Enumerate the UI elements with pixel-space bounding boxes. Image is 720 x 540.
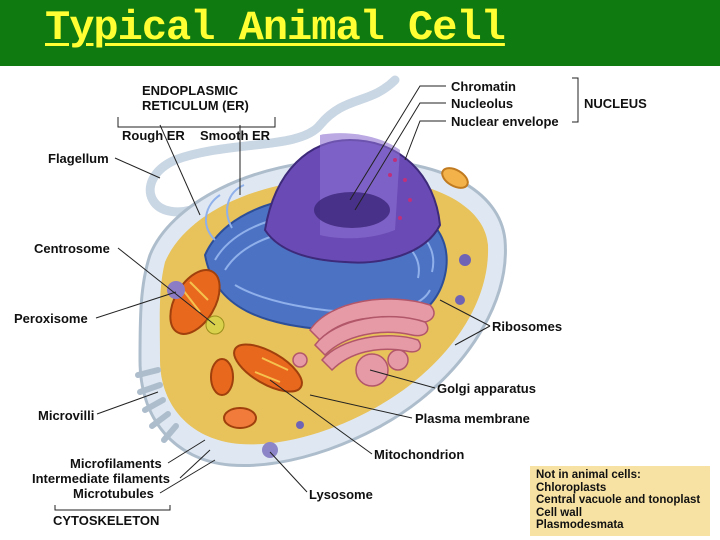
peroxisome-label: Peroxisome [14,311,88,326]
microvilli-label: Microvilli [38,408,94,423]
microtubules-label: Microtubules [73,486,154,501]
list-item: Cell wall [536,507,704,520]
centrosome-label: Centrosome [34,241,110,256]
nucleus-label: NUCLEUS [584,96,647,111]
list-item: Plasmodesmata [536,519,704,532]
list-item: Central vacuole and tonoplast [536,494,704,507]
er-group-label: ENDOPLASMIC RETICULUM (ER) [142,83,249,113]
not-in-animal-cells-box: Not in animal cells: Chloroplasts Centra… [530,466,710,536]
intermediate-filaments-label: Intermediate filaments [32,471,170,486]
page-title: Typical Animal Cell [45,4,505,52]
cytoskeleton-label: CYTOSKELETON [53,513,159,528]
flagellum-label: Flagellum [48,151,109,166]
peroxisome-shape [167,281,185,299]
rough-er-label: Rough ER [122,128,185,143]
microfilaments-label: Microfilaments [70,456,162,471]
smooth-er-label: Smooth ER [200,128,270,143]
plasma-membrane-label: Plasma membrane [415,411,530,426]
lysosome-label: Lysosome [309,487,373,502]
nucleolus-label: Nucleolus [451,96,513,111]
mitochondrion-label: Mitochondrion [374,447,464,462]
golgi-label: Golgi apparatus [437,381,536,396]
ribosomes-label: Ribosomes [492,319,562,334]
list-item: Chloroplasts [536,482,704,495]
not-in-animal-heading: Not in animal cells: [536,469,704,482]
nuclear-envelope-label: Nuclear envelope [451,114,559,129]
lysosome-shape [262,442,278,458]
title-banner: Typical Animal Cell [0,0,720,66]
chromatin-label: Chromatin [451,79,516,94]
